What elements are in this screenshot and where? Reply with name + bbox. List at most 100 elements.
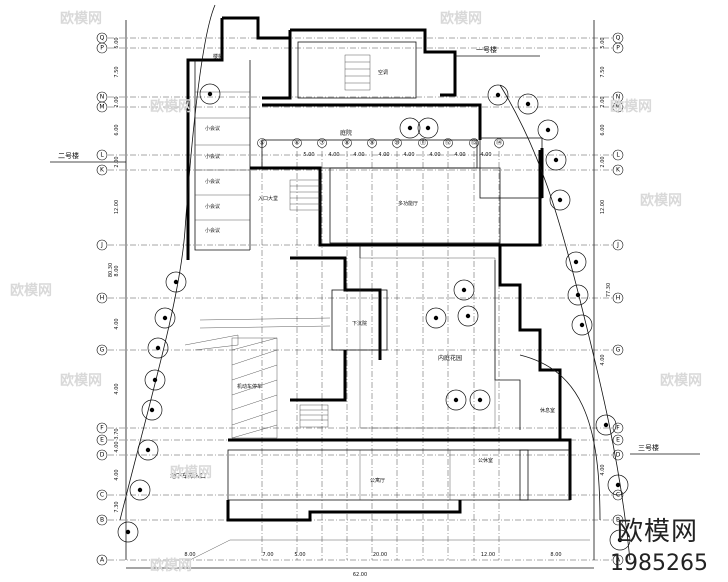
left-total-dimension: 80.30 xyxy=(108,263,114,277)
tree-symbol xyxy=(129,479,151,501)
row-axis-bubble: J xyxy=(96,239,108,251)
tree-symbol xyxy=(457,305,479,327)
left-bay-dimension: 4.00 xyxy=(114,441,120,452)
tree-symbol xyxy=(453,279,475,301)
small-room-label: 小会议 xyxy=(205,125,220,132)
svg-text:⑦: ⑦ xyxy=(319,140,325,147)
tree-symbol xyxy=(545,149,567,171)
tree-symbol xyxy=(425,307,447,329)
top-bay-dimension: 4.00 xyxy=(454,152,465,158)
right-total-dimension: 77.30 xyxy=(606,283,612,297)
parking-entry-label: 地下车库入口 xyxy=(170,472,206,480)
row-axis-bubble: J xyxy=(612,239,624,251)
tree-symbol xyxy=(595,414,617,436)
svg-text:H: H xyxy=(616,295,621,302)
tree-symbol xyxy=(609,529,631,551)
top-bay-dimension: 4.00 xyxy=(480,152,491,158)
tree-symbol xyxy=(445,389,467,411)
svg-text:A: A xyxy=(100,557,105,564)
svg-text:A: A xyxy=(616,557,621,564)
row-axis-bubble: H xyxy=(96,292,108,304)
tree-symbol xyxy=(567,284,589,306)
svg-text:L: L xyxy=(616,152,620,159)
inner-garden-label: 内庭花园 xyxy=(438,354,462,362)
office-hall-label: 公寓厅 xyxy=(370,477,385,484)
svg-text:E: E xyxy=(100,437,104,444)
row-axis-bubble: N xyxy=(96,91,108,103)
right-bay-dimension: 2.00 xyxy=(600,96,606,107)
tree-symbol xyxy=(165,271,187,293)
left-bay-dimension: 12.00 xyxy=(114,200,120,214)
labels: 一号楼 二号楼 三号楼 庭院 多功能厅 内庭花园 休息室 公休室 公寓厅 下沉院… xyxy=(50,45,700,484)
bottom-total-dimension: 62.00 xyxy=(353,572,367,578)
svg-text:⑪: ⑪ xyxy=(420,139,426,147)
svg-text:J: J xyxy=(616,242,619,249)
building-walls xyxy=(119,4,631,561)
tree-symbol xyxy=(487,84,509,106)
svg-text:⑨: ⑨ xyxy=(369,140,374,147)
left-bay-dimension: 4.00 xyxy=(114,469,120,480)
row-axis-bubble: D xyxy=(96,449,108,461)
tree-symbol xyxy=(199,83,221,105)
left-bay-dimension: 2.00 xyxy=(114,96,120,107)
tree-symbol xyxy=(137,439,159,461)
bottom-bay-dimension: 8.00 xyxy=(550,552,561,558)
left-dimensions: 5.007.502.006.002.0012.008.004.004.003.7… xyxy=(108,37,120,512)
right-bay-dimension: 4.00 xyxy=(600,464,606,475)
row-axis-bubble: K xyxy=(612,164,624,176)
svg-text:L: L xyxy=(100,152,104,159)
bottom-bay-dimension: 20.00 xyxy=(373,552,387,558)
top-bay-dimension: 4.00 xyxy=(328,152,339,158)
row-axis-bubble: K xyxy=(96,164,108,176)
row-axis-bubble: G xyxy=(612,344,624,356)
courtyard-label: 庭院 xyxy=(340,129,352,137)
svg-text:N: N xyxy=(616,94,621,101)
svg-text:F: F xyxy=(616,425,620,432)
column-axis-bubble: ⑧ xyxy=(342,138,352,148)
column-axis-bubble: ⑩ xyxy=(392,138,402,148)
building-3-label: 三号楼 xyxy=(638,443,659,452)
svg-text:H: H xyxy=(100,295,105,302)
row-axis-bubble: P xyxy=(96,42,108,54)
row-axis-bubble: C xyxy=(96,489,108,501)
office-label: 公休室 xyxy=(478,457,493,464)
entrance-label: 入口大堂 xyxy=(258,195,278,202)
svg-text:C: C xyxy=(100,492,104,499)
svg-text:⑧: ⑧ xyxy=(344,140,349,147)
row-axis-bubble: B xyxy=(96,514,108,526)
tree-symbol xyxy=(117,521,139,543)
column-axis-bubble: ⑥ xyxy=(292,138,302,148)
top-bay-dimension: 4.00 xyxy=(403,152,414,158)
dimension-frame xyxy=(125,20,595,569)
row-axis-bubble: B xyxy=(612,514,624,526)
svg-text:D: D xyxy=(100,452,105,459)
row-axis-bubble: F xyxy=(96,422,108,434)
left-bay-dimension: 7.50 xyxy=(114,66,120,77)
row-axis-bubble: N xyxy=(612,91,624,103)
building-2-label: 二号楼 xyxy=(58,151,79,160)
bottom-bay-dimension: 5.00 xyxy=(294,552,305,558)
column-axis-bubble: ⑦ xyxy=(317,138,327,148)
svg-text:P: P xyxy=(100,45,104,52)
svg-text:F: F xyxy=(100,425,104,432)
right-bay-dimension: 7.50 xyxy=(600,66,606,77)
aircon-label: 空调 xyxy=(378,69,388,76)
tree-symbol xyxy=(141,399,163,421)
id-watermark: 1985265 xyxy=(610,551,708,576)
parking-area-label: 机动车停车 xyxy=(237,383,262,390)
bottom-bay-dimension: 8.00 xyxy=(184,552,195,558)
svg-text:G: G xyxy=(616,347,621,354)
left-bay-dimension: 8.00 xyxy=(114,265,120,276)
row-axis-bubble: H xyxy=(612,292,624,304)
row-axis-bubble: L xyxy=(612,149,624,161)
svg-text:⑫: ⑫ xyxy=(445,139,451,147)
svg-text:⑩: ⑩ xyxy=(394,140,399,147)
left-bay-dimension: 5.00 xyxy=(114,37,120,48)
svg-text:M: M xyxy=(99,104,104,111)
tree-symbol xyxy=(469,389,491,411)
row-axis-bubble: Q xyxy=(96,32,108,44)
left-bay-dimension: 6.00 xyxy=(114,124,120,135)
lounge-label: 休息室 xyxy=(540,407,555,414)
